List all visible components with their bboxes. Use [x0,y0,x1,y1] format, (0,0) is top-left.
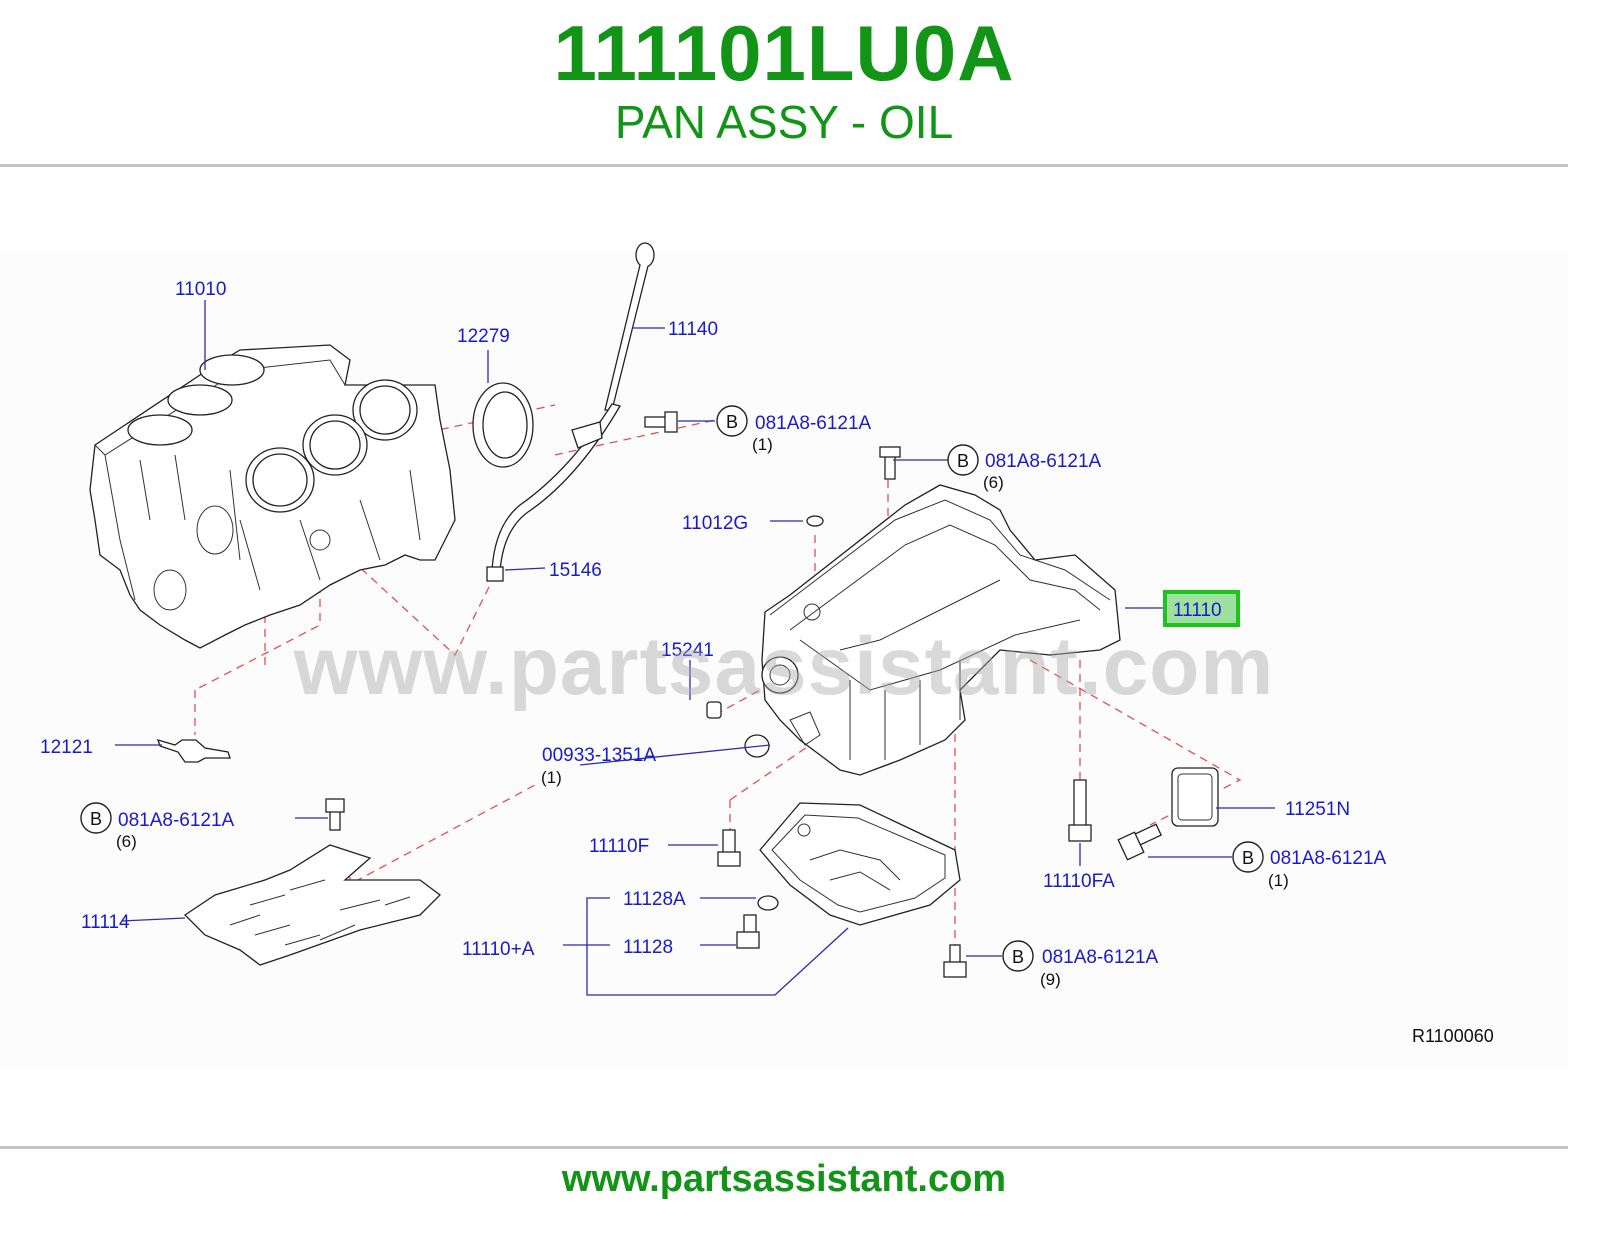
header-divider [0,164,1568,167]
qty-00933: (1) [541,768,562,787]
callout-11114[interactable]: 11114 [81,912,130,933]
cylinder-block-drawing [89,344,456,649]
callout-11140[interactable]: 11140 [668,319,718,340]
bolt-qty-4: (1) [1268,871,1289,890]
bolt-part-3[interactable]: 081A8-6121A [118,810,235,831]
callout-labels: 11010 12279 11140 15146 11012G 11110 152… [40,279,1350,960]
callout-15146[interactable]: 15146 [549,560,602,581]
bolt-part-1[interactable]: 081A8-6121A [755,413,872,434]
bolt-callout-4: B 081A8-6121A (1) [1232,841,1387,890]
bolt-part-2[interactable]: 081A8-6121A [985,451,1102,472]
bolt-mark-3: B [90,809,102,829]
under-cover-drawing [183,844,441,966]
callout-11110fa[interactable]: 11110FA [1043,871,1115,892]
part-name-subtitle: PAN ASSY - OIL [614,96,954,148]
bolt-mark-2: B [957,451,969,471]
bolt-callout-1: B 081A8-6121A (1) [716,405,872,454]
bolt-callout-2: B 081A8-6121A (6) [947,444,1102,492]
callout-11128a[interactable]: 11128A [623,889,686,910]
bolt-drawing [644,411,678,433]
oil-pan-lower-drawing [759,802,961,926]
callout-12279[interactable]: 12279 [457,326,510,347]
callout-11110[interactable]: 11110 [1173,600,1222,621]
callout-12121[interactable]: 12121 [40,737,93,758]
part-number-title: 111101LU0A [553,9,1015,97]
bolt-mark-4: B [1242,848,1254,868]
callout-11251n[interactable]: 11251N [1285,799,1350,820]
callout-11110f[interactable]: 11110F [589,836,649,857]
exploded-parts-diagram: 11010 12279 11140 15146 11012G 11110 152… [40,242,1494,1046]
callout-11010[interactable]: 11010 [175,279,226,300]
callout-11128[interactable]: 11128 [623,937,673,958]
bolt-qty-2: (6) [983,473,1004,492]
callout-11012g[interactable]: 11012G [682,513,748,534]
bolt-qty-1: (1) [752,435,773,454]
bolt-qty-3: (6) [116,832,137,851]
rear-oil-seal-drawing [472,382,534,468]
bolt-mark-5: B [1012,947,1024,967]
callout-15241[interactable]: 15241 [661,640,714,661]
bolt-mark-1: B [726,412,738,432]
oil-pan-upper-drawing [761,484,1121,776]
footer-website-link[interactable]: www.partsassistant.com [561,1158,1007,1200]
bolt-callout-3: B 081A8-6121A (6) [80,802,235,851]
callout-11110-a[interactable]: 11110+A [462,939,535,960]
footer-divider [0,1146,1568,1149]
header: 111101LU0A PAN ASSY - OIL [0,0,1568,165]
bolt-part-5[interactable]: 081A8-6121A [1042,947,1159,968]
oil-level-gauge-drawing [486,242,655,582]
selected-part-highlight [1163,590,1240,627]
bolt-callout-5: B 081A8-6121A (9) [1002,940,1159,989]
small-parts-drawing [156,411,1219,978]
bolt-part-4[interactable]: 081A8-6121A [1270,848,1387,869]
callout-00933-1351a[interactable]: 00933-1351A [542,745,656,766]
diagram-reference-code: R1100060 [1412,1026,1494,1046]
callout-leader-lines [115,300,1275,996]
bolt-qty-5: (9) [1040,970,1061,989]
